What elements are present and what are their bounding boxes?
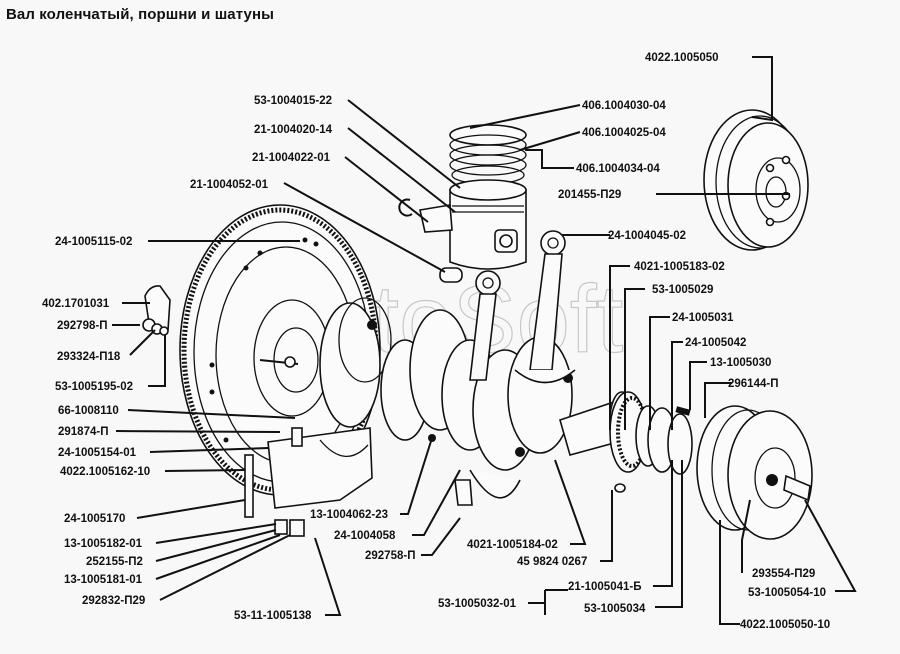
label-bearing-13-1005182[interactable]: 13-1005182-01	[64, 538, 143, 550]
label-oil-ring-set[interactable]: 406.1004034-04	[576, 163, 660, 175]
label-shell-4022[interactable]: 4022.1005162-10	[60, 466, 150, 478]
label-key[interactable]: 45 9824 0267	[517, 556, 587, 568]
label-oil-deflector[interactable]: 53-1005029	[652, 284, 713, 296]
label-ratchet[interactable]: 13-1005030	[710, 357, 771, 369]
label-crank-gear[interactable]: 4021-1005183-02	[634, 261, 725, 273]
label-thrust-24-1005170[interactable]: 24-1005170	[64, 513, 125, 525]
connecting-rods-illustration	[454, 230, 576, 506]
label-piston-pin[interactable]: 21-1004020-14	[254, 124, 333, 136]
label-pulley-assy[interactable]: 4022.1005050-10	[740, 619, 830, 631]
label-cap-24-1005154[interactable]: 24-1005154-01	[58, 447, 137, 459]
label-small-end-bush[interactable]: 21-1004052-01	[190, 179, 269, 191]
label-bearing-13-1005181[interactable]: 13-1005181-01	[64, 574, 143, 586]
label-washer-293324[interactable]: 293324-П18	[57, 351, 121, 363]
label-conrod-bolt[interactable]: 13-1004062-23	[310, 509, 388, 521]
label-bolt-53-1005195[interactable]: 53-1005195-02	[55, 381, 133, 393]
label-ratchet-bolt[interactable]: 53-1005054-10	[748, 587, 826, 599]
label-nut-292798[interactable]: 292798-П	[57, 320, 107, 332]
label-pulley-top[interactable]: 4022.1005050	[645, 52, 719, 64]
callout-labels: 4022.1005050 406.1004030-04 406.1004025-…	[42, 52, 830, 631]
piston-illustration	[398, 124, 527, 283]
label-pin-296144[interactable]: 296144-П	[728, 378, 778, 390]
label-nut-292758[interactable]: 292758-П	[365, 550, 415, 562]
label-washer-252155[interactable]: 252155-П2	[86, 556, 143, 568]
pulley-top-illustration	[703, 109, 809, 251]
main-bearing-cap-illustration	[244, 427, 373, 537]
label-seal-ring[interactable]: 24-1005042	[685, 337, 746, 349]
label-lower-shell[interactable]: 53-1005034	[584, 603, 646, 615]
label-flywheel[interactable]: 24-1005115-02	[55, 236, 132, 248]
label-nut-292832[interactable]: 292832-П29	[82, 595, 145, 607]
label-bolt-53-11[interactable]: 53-11-1005138	[234, 610, 312, 622]
leader-lines	[112, 56, 857, 625]
label-washer[interactable]: 24-1005031	[672, 312, 734, 324]
label-crankshaft[interactable]: 4021-1005184-02	[467, 539, 558, 551]
label-piston[interactable]: 53-1004015-22	[254, 95, 332, 107]
label-upper-shell[interactable]: 21-1005041-Б	[568, 581, 642, 593]
label-pin-291874[interactable]: 291874-П	[58, 426, 108, 438]
sensor-illustration	[142, 285, 171, 336]
label-pin-66[interactable]: 66-1008110	[58, 405, 119, 417]
label-washer-293554[interactable]: 293554-П29	[752, 568, 815, 580]
label-conrod[interactable]: 24-1004045-02	[608, 230, 686, 242]
diagram-title: Вал коленчатый, поршни и шатуны	[6, 6, 275, 23]
label-big-end-shell[interactable]: 24-1004058	[334, 530, 396, 542]
label-main-shells[interactable]: 53-1005032-01	[438, 598, 517, 610]
label-pulley-bolt[interactable]: 201455-П29	[558, 189, 621, 201]
crankshaft-illustration	[319, 297, 635, 471]
label-pin-retainer[interactable]: 21-1004022-01	[252, 152, 331, 164]
label-piston-ring-2[interactable]: 406.1004025-04	[582, 127, 666, 139]
label-sensor[interactable]: 402.1701031	[42, 298, 110, 310]
label-piston-ring-1[interactable]: 406.1004030-04	[582, 100, 666, 112]
front-end-parts-illustration	[609, 391, 813, 540]
